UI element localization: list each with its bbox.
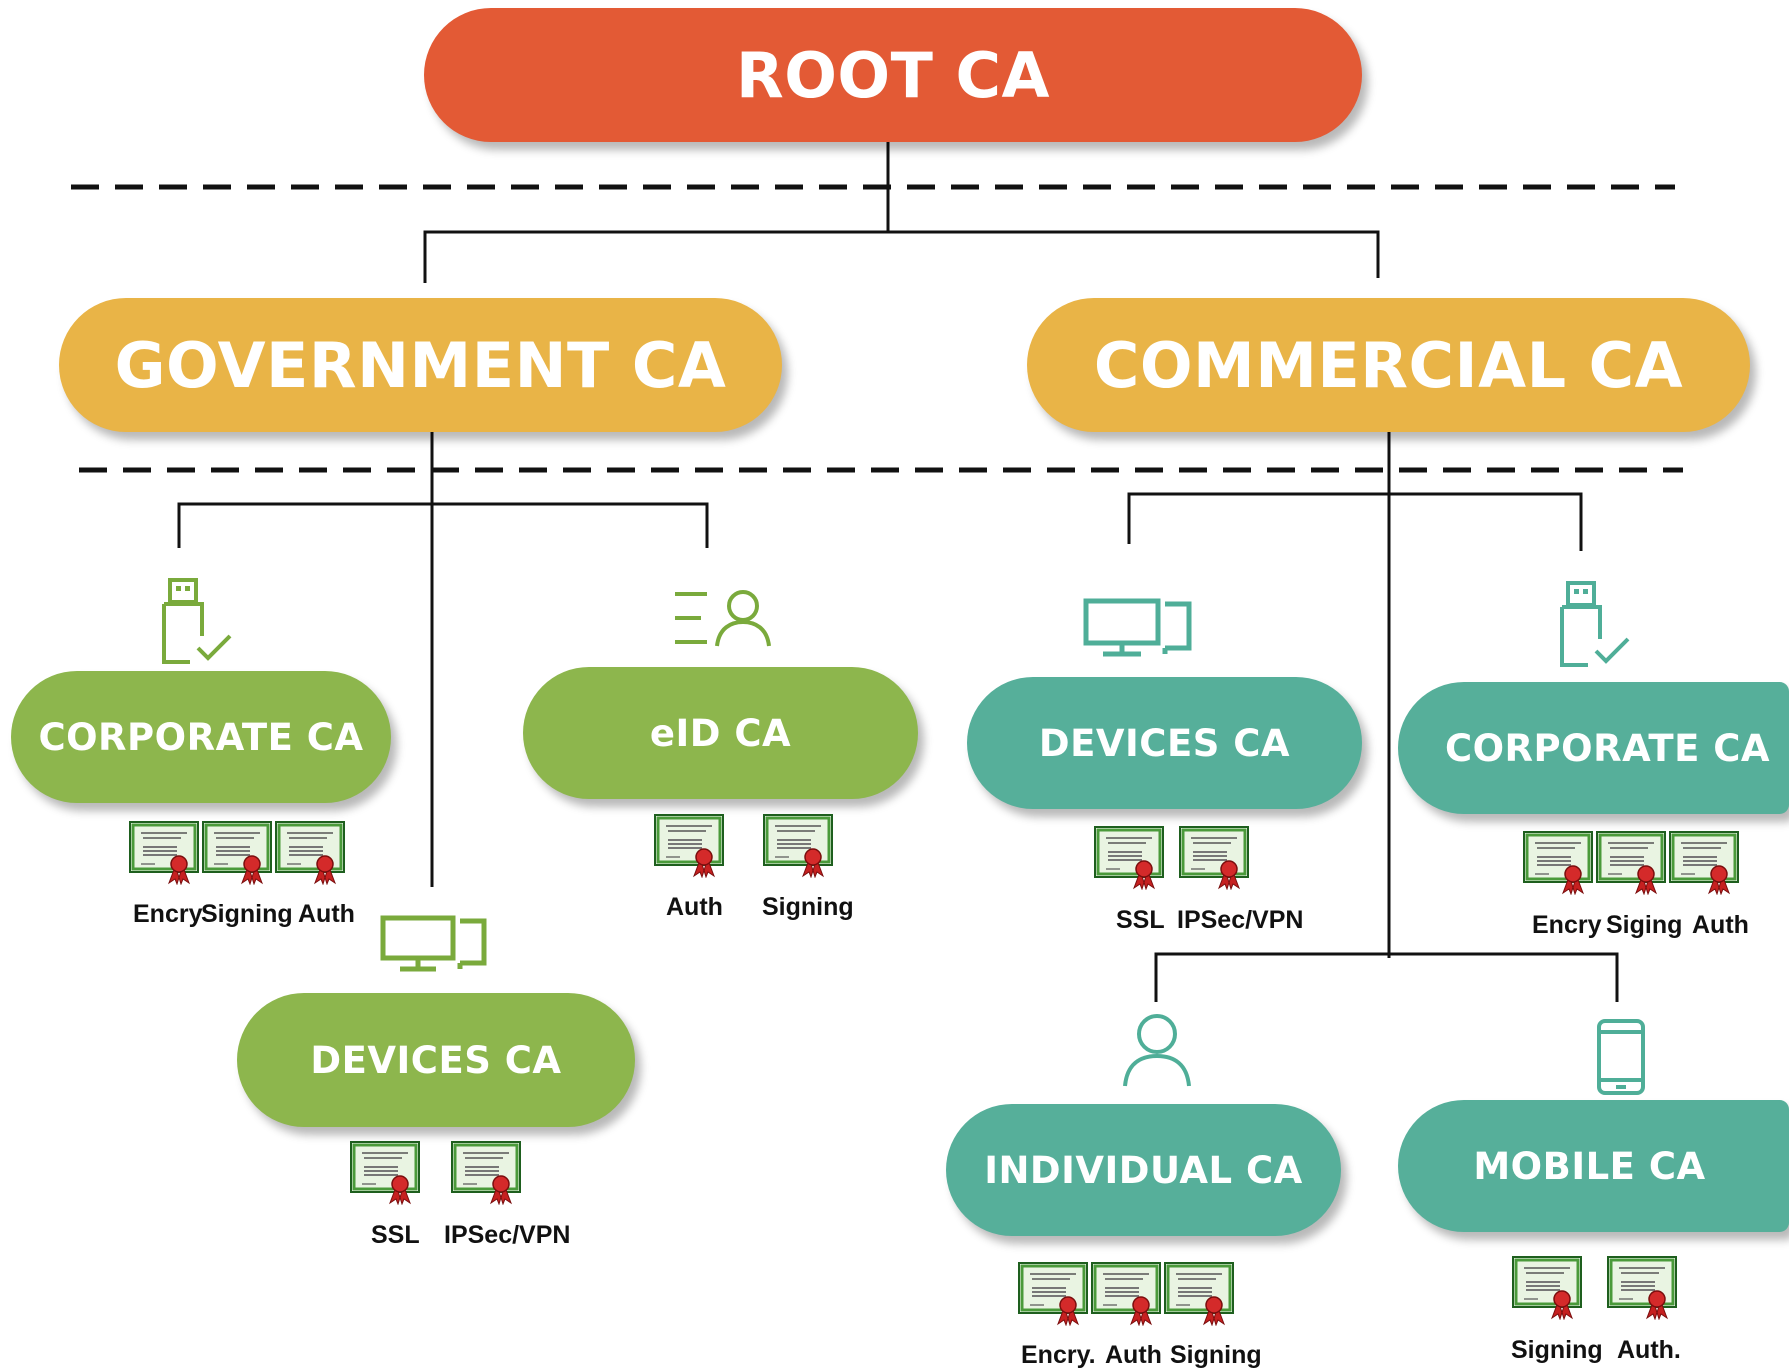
certificate-icon — [1164, 1262, 1234, 1326]
eid-ca-label: eID CA — [649, 711, 792, 755]
commercial-corporate-ca-label: CORPORATE CA — [1444, 726, 1771, 770]
certificate-icon — [1179, 826, 1249, 890]
mobile-certificates — [1512, 1256, 1680, 1320]
commercial-devices-ca-label: DEVICES CA — [1038, 721, 1291, 765]
commercial-ca-node: COMMERCIAL CA — [1027, 298, 1750, 432]
government-devices-ca-label: DEVICES CA — [310, 1038, 562, 1082]
commercial-devices-certificates — [1094, 826, 1252, 890]
cert-label: Auth — [298, 900, 355, 928]
person-icon — [1123, 1014, 1191, 1087]
cert-label: Signing — [1511, 1336, 1603, 1364]
individual-ca-node: INDIVIDUAL CA — [946, 1104, 1341, 1236]
cert-label: IPSec/VPN — [1177, 906, 1304, 934]
cert-label: Auth — [1692, 911, 1749, 939]
government-corporate-ca-node: CORPORATE CA — [11, 671, 391, 803]
commercial-devices-ca-node: DEVICES CA — [967, 677, 1362, 809]
cert-label: Signing — [201, 900, 293, 928]
root-connector — [423, 142, 1380, 283]
commercial-corporate-ca-node: CORPORATE CA — [1398, 682, 1789, 814]
certificate-icon — [451, 1141, 521, 1205]
government-connector — [177, 432, 709, 887]
cert-label: Encry — [1532, 911, 1602, 939]
government-corporate-certificates — [129, 821, 348, 885]
certificate-icon — [1596, 831, 1666, 895]
cert-label: Encry — [133, 900, 203, 928]
cert-label: Auth — [1105, 1341, 1162, 1369]
government-devices-certificates — [350, 1141, 524, 1205]
usb-key-check-icon — [1560, 581, 1630, 667]
certificate-icon — [1091, 1262, 1161, 1326]
certificate-icon — [1512, 1256, 1582, 1320]
mobile-ca-label: MOBILE CA — [1473, 1144, 1706, 1188]
certificate-icon — [202, 821, 272, 885]
government-ca-label: GOVERNMENT CA — [114, 328, 727, 402]
certificate-icon — [1607, 1256, 1677, 1320]
individual-ca-label: INDIVIDUAL CA — [984, 1148, 1303, 1192]
cert-label: Encry. — [1021, 1341, 1096, 1369]
commercial-connector — [1127, 432, 1619, 1002]
certificate-icon — [275, 821, 345, 885]
commercial-ca-label: COMMERCIAL CA — [1093, 328, 1684, 402]
commercial-corporate-certificates — [1523, 831, 1742, 895]
cert-label: Auth — [666, 893, 723, 921]
cert-label: Signing — [762, 893, 854, 921]
government-ca-node: GOVERNMENT CA — [59, 298, 782, 432]
root-ca-label: ROOT CA — [735, 38, 1050, 112]
government-devices-ca-node: DEVICES CA — [237, 993, 635, 1127]
certificate-icon — [1669, 831, 1739, 895]
root-ca-node: ROOT CA — [424, 8, 1362, 142]
eid-ca-node: eID CA — [523, 667, 918, 799]
cert-label: SSL — [371, 1221, 420, 1249]
individual-certificates — [1018, 1262, 1237, 1326]
cert-label: SSL — [1116, 906, 1165, 934]
cert-label: Siging — [1606, 911, 1683, 939]
certificate-icon — [129, 821, 199, 885]
government-corporate-ca-label: CORPORATE CA — [38, 715, 364, 759]
mobile-phone-icon — [1597, 1019, 1645, 1095]
cert-label: Auth. — [1617, 1336, 1681, 1364]
devices-icon — [1083, 598, 1192, 657]
certificate-icon — [763, 814, 833, 878]
id-person-icon — [675, 590, 771, 647]
certificate-icon — [1523, 831, 1593, 895]
cert-label: Signing — [1170, 1341, 1262, 1369]
usb-key-check-icon — [162, 578, 232, 664]
certificate-icon — [654, 814, 724, 878]
mobile-ca-node: MOBILE CA — [1398, 1100, 1789, 1232]
devices-icon — [380, 915, 487, 972]
certificate-icon — [1018, 1262, 1088, 1326]
cert-label: IPSec/VPN — [444, 1221, 571, 1249]
certificate-icon — [350, 1141, 420, 1205]
certificate-icon — [1094, 826, 1164, 890]
eid-certificates — [654, 814, 836, 878]
